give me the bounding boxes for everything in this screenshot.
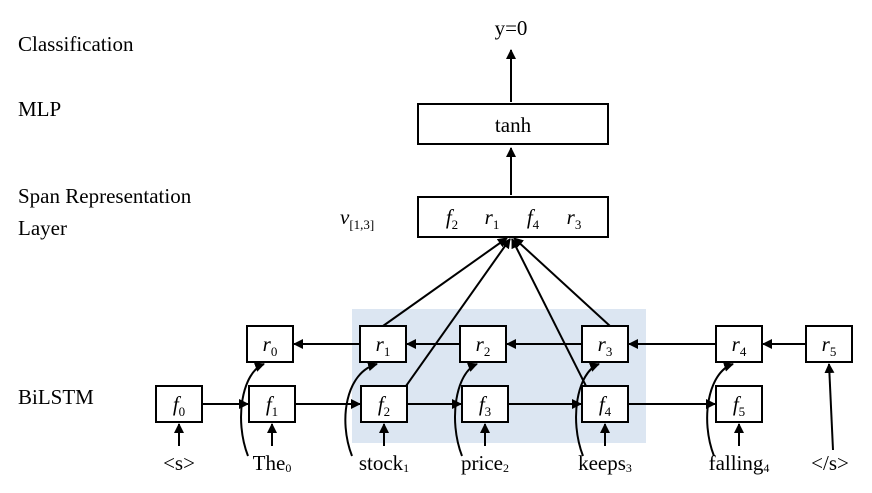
span-item-r1: r1: [485, 205, 500, 232]
bilstm-label: BiLSTM: [18, 385, 94, 409]
backward-node-label-3: r3: [598, 332, 613, 359]
backward-node-label-1: r1: [376, 332, 391, 359]
r1-to-span-arrow: [382, 237, 508, 327]
span-layer-label-line2: Layer: [18, 216, 67, 240]
token-to-backward-arrow-2: [454, 362, 478, 457]
span-layer-label-line1: Span Representation: [18, 184, 192, 208]
forward-node-label-1: f1: [266, 392, 278, 419]
token-6: </s>: [811, 451, 849, 475]
token-to-backward-arrow-0: [240, 362, 265, 457]
span-items: f2 r1 f4 r3: [446, 205, 582, 232]
span-box: [417, 196, 609, 238]
forward-lstm-row: f0 f1 f2 f3 f4 f5: [155, 385, 763, 423]
token-to-backward-arrow-3: [575, 362, 600, 457]
token-to-backward-arrow-4: [706, 361, 734, 457]
token-5: falling4: [709, 451, 770, 475]
backward-node-label-5: r5: [822, 332, 837, 359]
token-row: <s> The0 stock1 price2 keeps3 falling4 </s>: [163, 361, 849, 475]
backward-node-label-4: r4: [732, 332, 747, 359]
forward-node-label-4: f4: [599, 392, 612, 419]
token-4: keeps3: [578, 451, 632, 475]
forward-node-label-0: f0: [173, 392, 185, 419]
span-item-f4: f4: [527, 205, 540, 232]
f2-to-span-arrow: [405, 238, 511, 387]
forward-node-label-5: f5: [733, 392, 745, 419]
token-0: <s>: [163, 451, 195, 475]
token-to-backward-arrow-1: [344, 361, 378, 457]
classification-label: Classification: [18, 32, 134, 56]
forward-node-label-2: f2: [378, 392, 390, 419]
f4-to-span-arrow: [511, 238, 587, 387]
end-token-to-r5-arrow: [824, 363, 835, 451]
token-1: The0: [253, 451, 292, 475]
token-2: stock1: [359, 451, 409, 475]
token-3: price2: [461, 451, 509, 475]
backward-node-box-5: [805, 325, 853, 363]
mlp-box-label: tanh: [495, 113, 532, 137]
forward-node-box-5: [715, 385, 763, 423]
backward-node-box-0: [246, 325, 294, 363]
backward-node-label-0: r0: [263, 332, 278, 359]
forward-node-box-0: [155, 385, 203, 423]
span-vector-label: v[1,3]: [340, 205, 374, 232]
mlp-label: MLP: [18, 97, 61, 121]
backward-lstm-row: r0 r1 r2 r3 r4 r5: [246, 325, 853, 363]
forward-node-box-3: [461, 385, 509, 423]
backward-node-label-2: r2: [476, 332, 491, 359]
r3-to-span-arrow: [513, 237, 611, 327]
span-item-r3: r3: [567, 205, 582, 232]
forward-node-label-3: f3: [479, 392, 491, 419]
span-item-f2: f2: [446, 205, 458, 232]
output-label: y=0: [495, 16, 528, 40]
mlp-box: [417, 103, 609, 145]
forward-node-box-4: [581, 385, 629, 423]
